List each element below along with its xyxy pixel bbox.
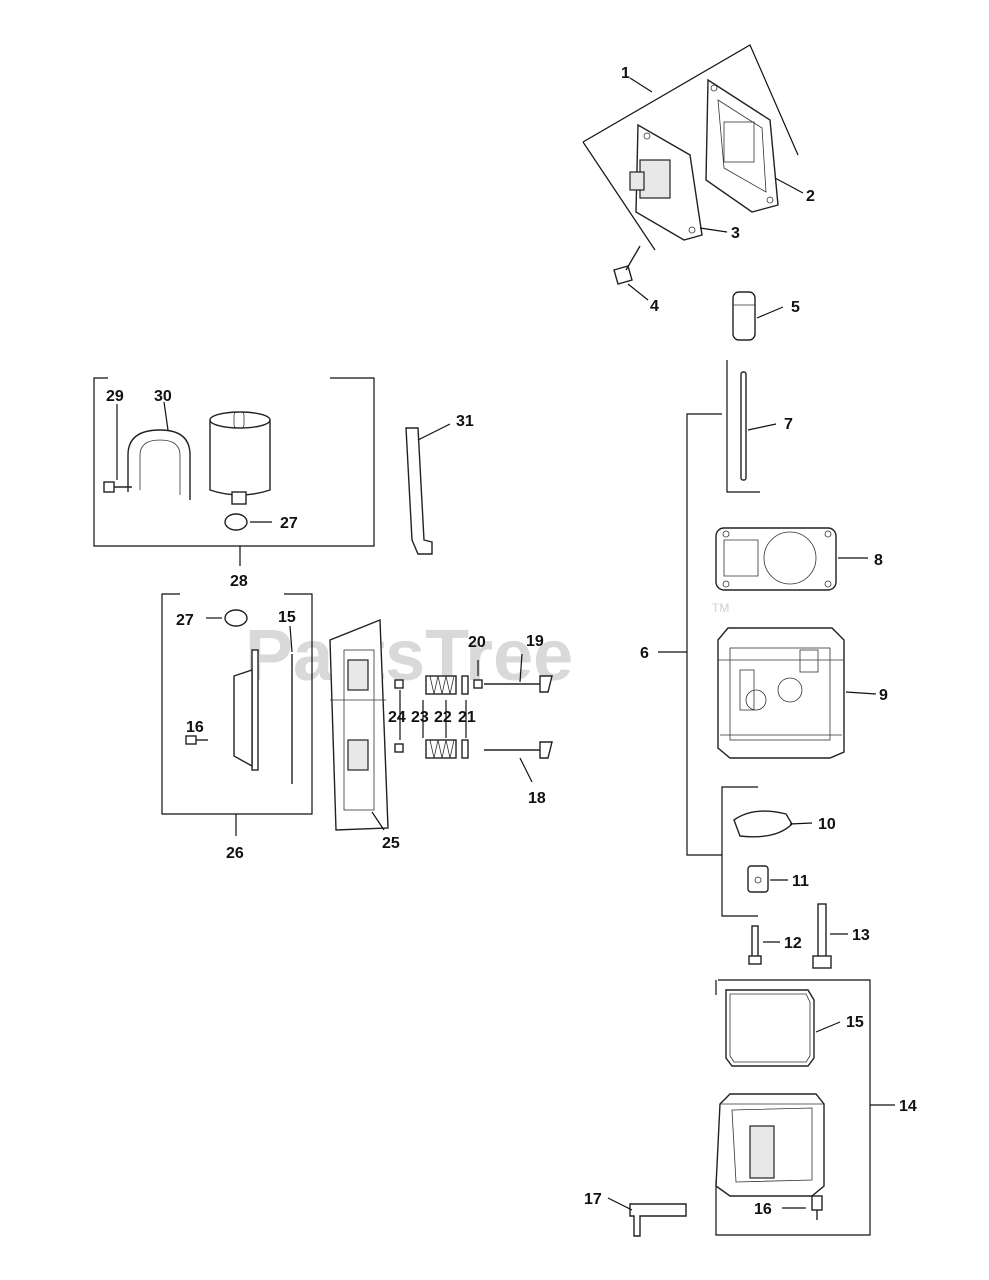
label-13: 13: [852, 927, 870, 944]
label-3: 3: [731, 225, 740, 242]
bolt-part-12: [748, 925, 780, 965]
label-12: 12: [784, 935, 802, 952]
label-7: 7: [784, 416, 793, 433]
hydraulic-lifter-part: [732, 291, 784, 341]
head-gasket-part: [715, 527, 868, 591]
fuel-hose-part: [405, 423, 451, 555]
label-4: 4: [650, 298, 659, 315]
label-14: 14: [899, 1098, 917, 1115]
watermark: PartsTree: [245, 616, 573, 696]
cylinder-head-side-part: [329, 618, 389, 831]
valve-cover-gasket-part: [725, 989, 841, 1067]
label-2: 2: [806, 188, 815, 205]
label-5: 5: [791, 299, 800, 316]
valve-cover-assembly-group: [715, 979, 895, 1236]
label-27-breather: 27: [176, 612, 194, 629]
breather-gasket-part: [705, 78, 779, 213]
label-10: 10: [818, 816, 836, 833]
label-8: 8: [874, 552, 883, 569]
head-bolt-part-13: [812, 903, 848, 969]
label-19: 19: [526, 633, 544, 650]
label-25: 25: [382, 835, 400, 852]
label-31: 31: [456, 413, 474, 430]
rocker-arm-part: [733, 810, 813, 838]
bracket-part-17: [607, 1197, 687, 1237]
label-24: 24: [388, 709, 406, 726]
label-30: 30: [154, 388, 172, 405]
watermark-tm: TM: [712, 601, 729, 615]
label-15-breather: 15: [278, 609, 296, 626]
cylinder-head-part: [717, 627, 877, 759]
label-17: 17: [584, 1191, 602, 1208]
label-16-breather: 16: [186, 719, 204, 736]
label-11: 11: [792, 873, 809, 890]
label-26: 26: [226, 845, 244, 862]
screw-part-4: [613, 245, 649, 301]
valve-cover-part: [715, 1093, 825, 1197]
label-20: 20: [468, 634, 486, 651]
label-6: 6: [640, 645, 649, 662]
label-9: 9: [879, 687, 888, 704]
label-1: 1: [621, 65, 630, 82]
rocker-pivot-part: [747, 865, 788, 893]
label-15-valve-cover: 15: [846, 1014, 864, 1031]
push-rod-part: [726, 360, 777, 493]
breather-assembly-group: [582, 44, 804, 301]
cover-screw-part-16: [782, 1195, 823, 1220]
fuel-filter-group-28: [93, 377, 375, 566]
label-16-valve-cover: 16: [754, 1201, 772, 1218]
breather-cover-part: [629, 123, 703, 241]
breather-group-26: [161, 593, 313, 836]
label-27-filter: 27: [280, 515, 298, 532]
label-23: 23: [411, 709, 429, 726]
valve-train-parts: [394, 653, 553, 783]
cylinder-head-assembly-group: [658, 413, 722, 856]
label-29: 29: [106, 388, 124, 405]
label-22: 22: [434, 709, 452, 726]
label-18: 18: [528, 790, 546, 807]
label-28: 28: [230, 573, 248, 590]
label-21: 21: [458, 709, 476, 726]
